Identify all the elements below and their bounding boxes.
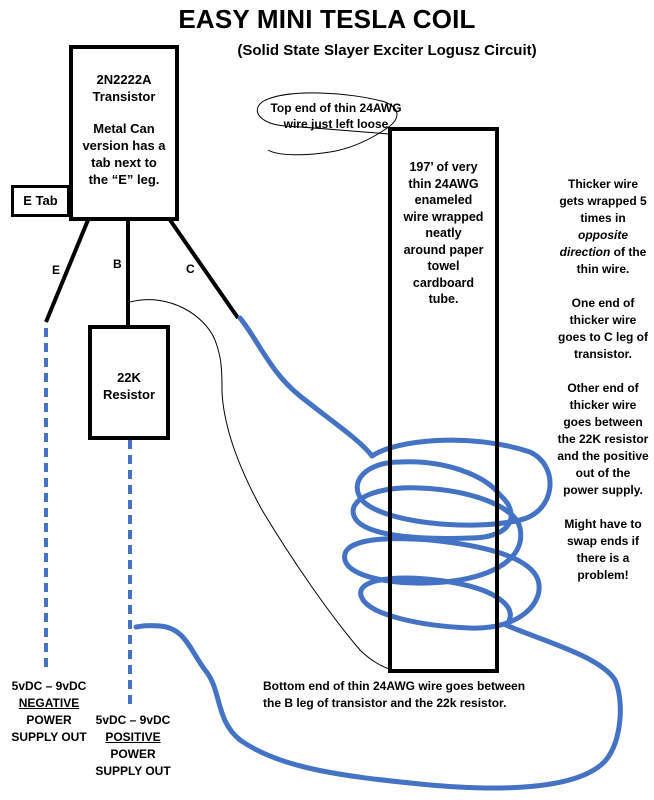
right-note-p3-1: Other end of: [567, 381, 639, 395]
coil-line-7: towel: [427, 259, 460, 273]
right-notes: Thicker wire gets wrapped 5 times in opp…: [552, 176, 654, 584]
coil-line-2: thin 24AWG: [408, 176, 479, 191]
coil-line-5: neatly: [425, 226, 462, 240]
bottom-end-note: Bottom end of thin 24AWG wire goes betwe…: [263, 678, 563, 712]
c-leg-wire: [168, 218, 240, 320]
coil-line-3: enameled: [414, 193, 473, 207]
thick-wire-to-c-leg: [237, 315, 375, 459]
positive-line-1: 5vDC – 9vDC: [95, 713, 171, 727]
positive-line-3: POWER: [110, 747, 156, 761]
coil-tube-box: 197’ of very thin 24AWG enameled wire wr…: [388, 127, 499, 673]
resistor-value: 22K: [117, 370, 141, 385]
right-note-p3-5: and the positive: [557, 449, 649, 463]
b-leg-label: B: [113, 257, 122, 271]
transistor-box: 2N2222A Transistor Metal Can version has…: [69, 45, 179, 221]
right-note-p3-2: thicker wire: [569, 398, 637, 412]
resistor-box: 22K Resistor: [88, 325, 170, 440]
right-note-p1-4: opposite: [578, 228, 628, 242]
transistor-kind: Transistor: [92, 89, 156, 104]
coil-line-1: 197’ of very: [409, 160, 478, 174]
right-note-p4-4: problem!: [577, 568, 629, 582]
right-note-p2-4: transistor.: [573, 347, 633, 361]
bottom-note-line-1: Bottom end of thin 24AWG wire goes betwe…: [263, 679, 526, 693]
right-note-p1-7: thin wire.: [576, 262, 630, 276]
thin-wire-bottom-lead: [129, 299, 393, 671]
right-note-p2-2: thicker wire: [569, 313, 637, 327]
transistor-note-3: tab next to: [91, 155, 157, 170]
right-note-p4-3: there is a: [576, 551, 630, 565]
right-note-p3-6: out of the: [575, 466, 631, 480]
e-tab-label: E Tab: [23, 193, 58, 208]
coil-line-9: tube.: [428, 292, 459, 306]
right-note-p4-2: swap ends if: [566, 534, 640, 548]
negative-line-4: SUPPLY OUT: [11, 730, 87, 744]
coil-line-8: cardboard: [412, 275, 475, 290]
thick-wire-to-positive: [133, 622, 623, 791]
right-note-p1-3: times in: [580, 211, 626, 225]
c-leg-label: C: [186, 262, 195, 276]
right-note-p1-5: direction: [559, 245, 611, 259]
negative-line-1: 5vDC – 9vDC: [11, 679, 87, 693]
right-note-p2-3: goes to C leg of: [558, 330, 648, 344]
right-note-p3-7: power supply.: [563, 483, 643, 497]
positive-line-2: POSITIVE: [105, 730, 161, 744]
transistor-note-2: version has a: [82, 138, 166, 153]
bottom-note-line-2: the B leg of transistor and the 22k resi…: [263, 696, 507, 710]
page-subtitle: (Solid State Slayer Exciter Logusz Circu…: [237, 42, 537, 59]
transistor-note-4: the “E” leg.: [88, 172, 160, 187]
page-title: EASY MINI TESLA COIL: [178, 4, 476, 34]
resistor-kind: Resistor: [102, 387, 156, 402]
coil-line-6: around paper: [403, 242, 484, 257]
transistor-note-1: Metal Can: [93, 121, 155, 136]
right-note-p1-2: gets wrapped 5: [559, 194, 647, 208]
negative-line-3: POWER: [26, 713, 72, 727]
right-note-p3-3: goes between: [563, 415, 643, 429]
top-note-line-1: Top end of thin 24AWG: [270, 101, 402, 115]
top-note-line-2: wire just left loose: [283, 117, 389, 131]
thin-wire-top-loose: [256, 92, 398, 156]
right-note-p2-1: One end of: [571, 296, 635, 310]
negative-supply-label: 5vDC – 9vDC NEGATIVE POWER SUPPLY OUT: [0, 678, 98, 746]
e-leg-wire: [44, 219, 90, 323]
right-note-p3-4: the 22K resistor: [557, 432, 649, 446]
right-note-p1-1: Thicker wire: [567, 177, 639, 191]
e-tab-box: E Tab: [11, 185, 70, 217]
top-end-note: Top end of thin 24AWG wire just left loo…: [262, 100, 410, 132]
right-note-p1-6: of the: [613, 245, 647, 259]
negative-line-2: NEGATIVE: [18, 696, 80, 710]
e-leg-label: E: [52, 263, 61, 277]
positive-line-4: SUPPLY OUT: [95, 764, 171, 778]
coil-line-4: wire wrapped: [403, 209, 484, 224]
transistor-name: 2N2222A: [96, 72, 152, 87]
right-note-p4-1: Might have to: [564, 517, 642, 531]
positive-supply-label: 5vDC – 9vDC POSITIVE POWER SUPPLY OUT: [84, 712, 182, 780]
